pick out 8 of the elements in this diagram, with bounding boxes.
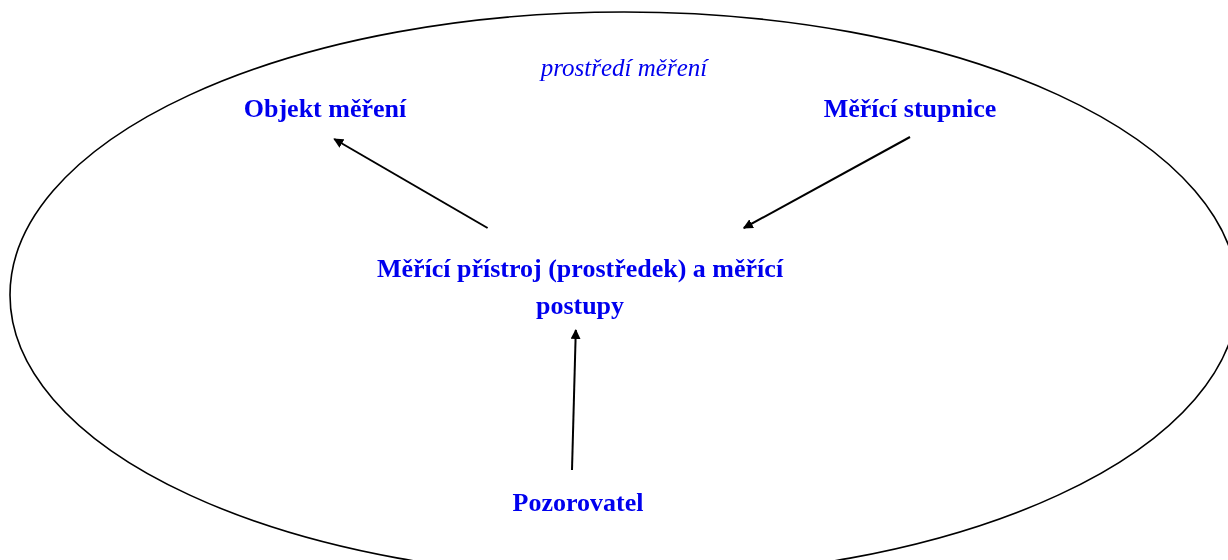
term-label: Měřící přístroj (prostředek) a měřící postupy bbox=[370, 250, 790, 324]
term-label: Pozorovatel bbox=[478, 484, 678, 521]
arrow bbox=[570, 329, 581, 471]
region-title: prostředí měření bbox=[538, 54, 710, 82]
arrow bbox=[333, 138, 489, 229]
arrow bbox=[742, 136, 911, 229]
term-label: Objekt měření bbox=[210, 90, 440, 127]
term-label: Měřící stupnice bbox=[785, 90, 1035, 127]
